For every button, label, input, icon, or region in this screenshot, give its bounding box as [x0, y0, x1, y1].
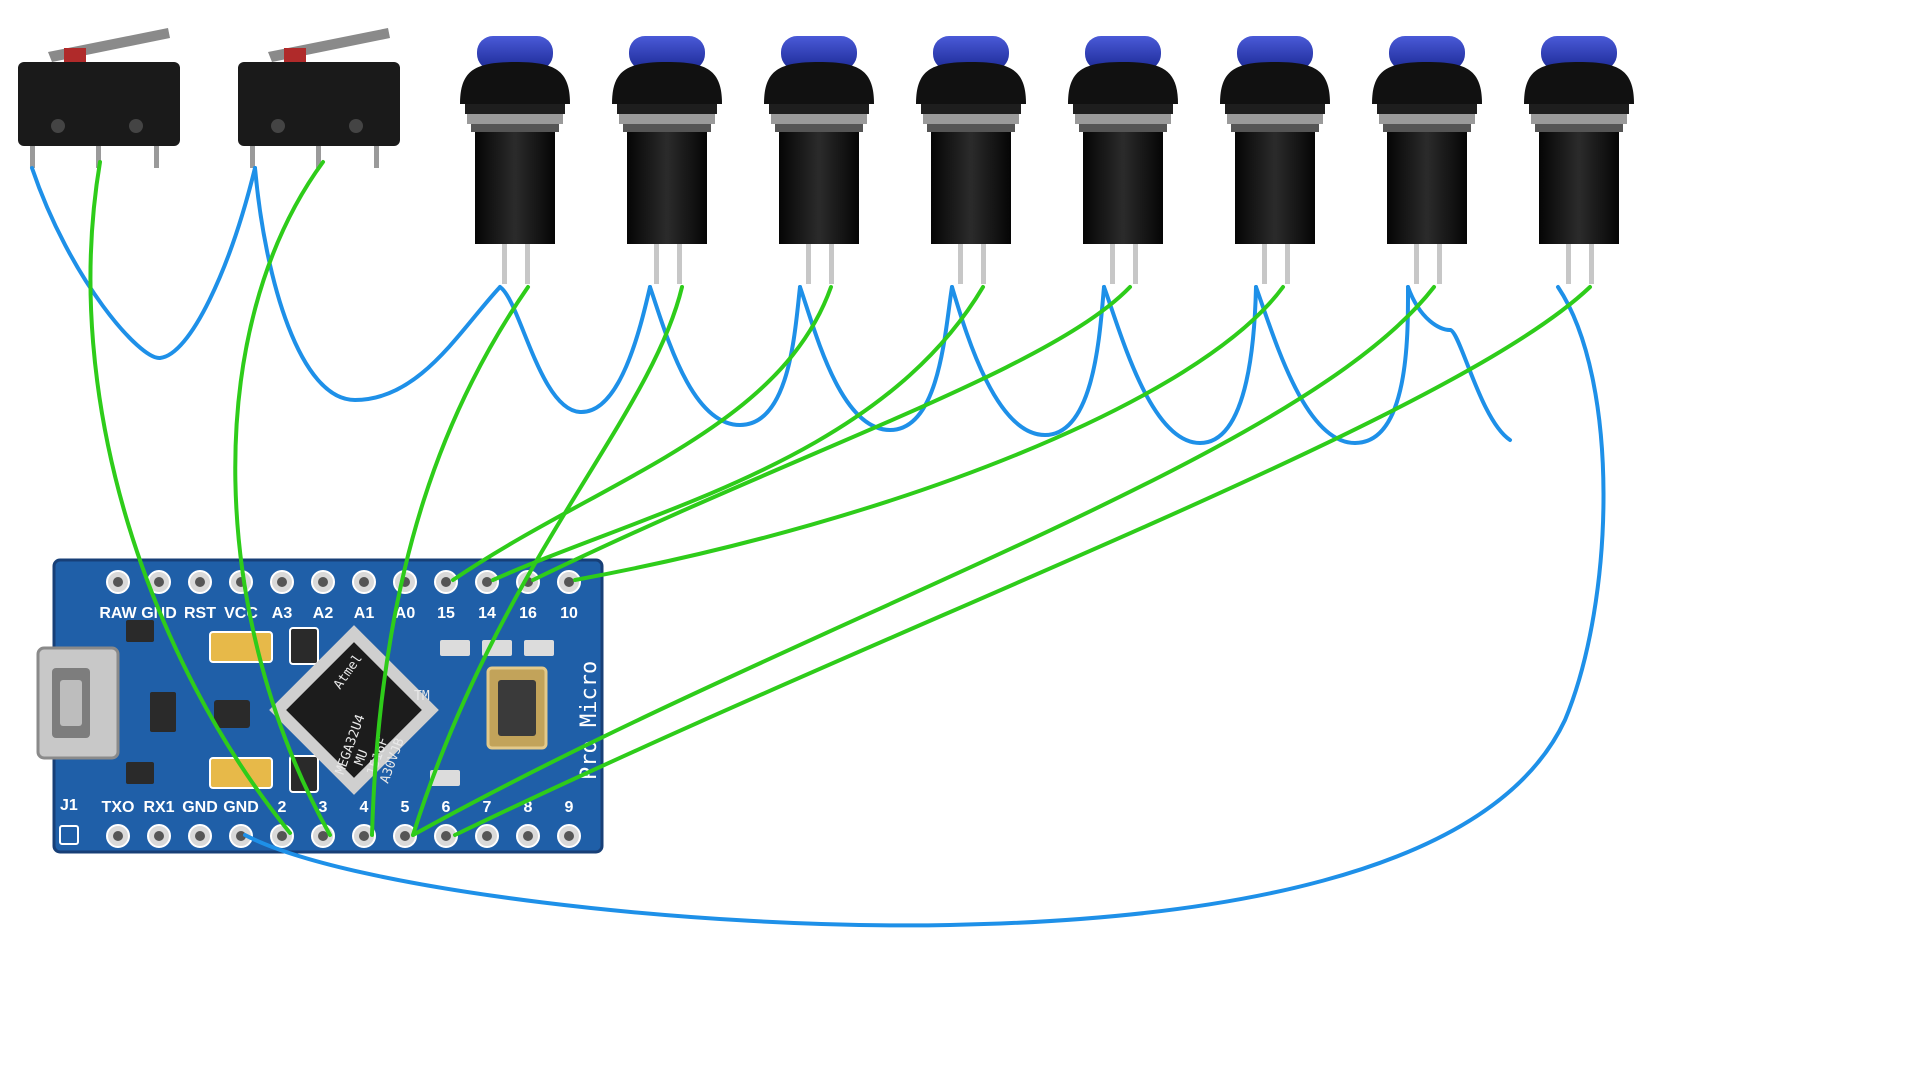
smd-component [150, 692, 176, 732]
green-signal-wire [453, 285, 1592, 837]
smd-resistor [440, 640, 470, 656]
momentary-push-button-icon [1068, 36, 1178, 284]
blue-ground-wire [1406, 285, 1452, 332]
blue-ground-wire [1254, 285, 1411, 446]
blue-ground-wire [1448, 328, 1512, 442]
pin-label: A2 [313, 605, 334, 622]
pin-label: A1 [354, 605, 375, 622]
blue-ground-wire [648, 285, 802, 428]
pro-micro-board: Atmel MEGA32U4 MU 1516F A30VJB TM Pro Mi… [36, 558, 604, 854]
green-signal-wire [491, 285, 985, 582]
atmega32u4-chip [269, 625, 439, 795]
limit-switches [18, 28, 400, 168]
smd-resistor [430, 770, 460, 786]
pin-label: 16 [519, 605, 537, 622]
momentary-push-button-icon [612, 36, 722, 284]
pin-label: 9 [565, 799, 574, 816]
crystal-oscillator [486, 666, 548, 750]
top-pin-header [106, 570, 581, 594]
pin-label: RST [184, 605, 216, 622]
green-signal-wire [451, 285, 833, 582]
momentary-push-button-icon [764, 36, 874, 284]
momentary-push-button-icon [1372, 36, 1482, 284]
blue-ground-wire [950, 285, 1106, 438]
tantalum-capacitor [209, 631, 273, 663]
push-buttons [460, 36, 1634, 284]
blue-ground-wire [1102, 285, 1258, 446]
pin-label: 14 [478, 605, 496, 622]
pin-label: TXO [102, 799, 135, 816]
bottom-pin-labels: TXO RX1 GND GND 2 3 4 5 6 7 8 9 [102, 799, 574, 816]
momentary-push-button-icon [1524, 36, 1634, 284]
green-signal-wire [573, 285, 1285, 582]
blue-ground-wire [243, 285, 1606, 928]
pin-label: GND [223, 799, 259, 816]
green-signal-wire [531, 285, 1132, 582]
momentary-push-button-icon [460, 36, 570, 284]
smd-component [126, 620, 154, 642]
micro-limit-switch-icon [238, 28, 400, 168]
tantalum-capacitor [209, 757, 273, 789]
pin-label: 8 [524, 799, 533, 816]
blue-ground-wire [498, 285, 652, 415]
momentary-push-button-icon [916, 36, 1026, 284]
green-signal-wire [411, 285, 684, 837]
pin-label: 10 [560, 605, 578, 622]
green-signal-wire [88, 160, 292, 835]
pin-label: VCC [224, 605, 258, 622]
pin-label: RAW [99, 605, 137, 622]
green-signal-wire [370, 285, 530, 837]
smd-resistor [524, 640, 554, 656]
chip-line: MU [352, 748, 371, 768]
micro-limit-switch-icon [18, 28, 180, 168]
smd-component [126, 762, 154, 784]
pin-label: 6 [442, 799, 451, 816]
blue-ground-wire [30, 166, 257, 360]
blue-ground-wire [253, 166, 502, 403]
board-brand: Pro Micro [577, 661, 602, 780]
green-signal-wire [233, 160, 332, 837]
pin-label: GND [182, 799, 218, 816]
pin-label: 15 [437, 605, 455, 622]
pin-label: 3 [319, 799, 328, 816]
chip-tm: TM [414, 689, 430, 704]
momentary-push-button-icon [1220, 36, 1330, 284]
green-signal-wire [411, 285, 1436, 837]
wires [30, 160, 1606, 928]
pin-label: 4 [360, 799, 369, 816]
silkscreen-j1: J1 [60, 797, 78, 814]
jumper-pad [59, 825, 79, 845]
pin-label: 5 [401, 799, 410, 816]
pin-label: A0 [395, 605, 416, 622]
smd-component [289, 627, 319, 665]
micro-usb-connector-icon [36, 646, 120, 760]
pin-label: 7 [483, 799, 492, 816]
regulator [214, 700, 250, 728]
pin-label: RX1 [143, 799, 174, 816]
pin-label: 2 [278, 799, 287, 816]
pin-label: A3 [272, 605, 293, 622]
